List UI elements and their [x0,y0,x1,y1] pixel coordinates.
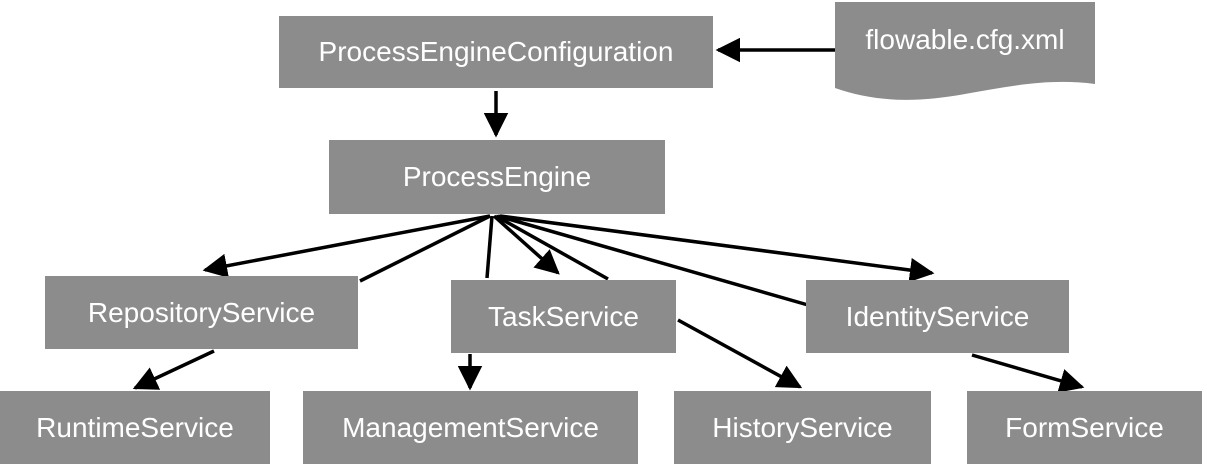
edge-engine-to-identity [499,214,935,283]
runtime-service-node: RuntimeService [0,391,270,464]
repository-service-node: RepositoryService [45,276,358,349]
edge-engine-to-history [495,214,609,281]
config-file-document: flowable.cfg.xml [835,2,1095,103]
edge-identity-to-form [971,353,1085,393]
config-file-label: flowable.cfg.xml [865,24,1065,55]
history-service-node: HistoryService [674,391,931,464]
form-service-node: FormService [967,391,1202,464]
edge-engine-to-task [492,214,560,275]
document-shape [835,2,1095,100]
process-engine-configuration-node: ProcessEngineConfiguration [279,16,713,88]
edge-engine-to-runtime [359,214,491,283]
edge-engine-to-repository [202,214,491,278]
process-engine-node: ProcessEngine [329,140,665,214]
edge-task-to-history [677,318,803,389]
edge-engine-to-management [485,215,494,279]
management-service-node: ManagementService [303,391,638,464]
identity-service-node: IdentityService [806,280,1069,353]
edge-engine-to-form [497,214,809,307]
task-service-node: TaskService [451,280,676,353]
edge-repository-to-runtime [132,349,215,390]
